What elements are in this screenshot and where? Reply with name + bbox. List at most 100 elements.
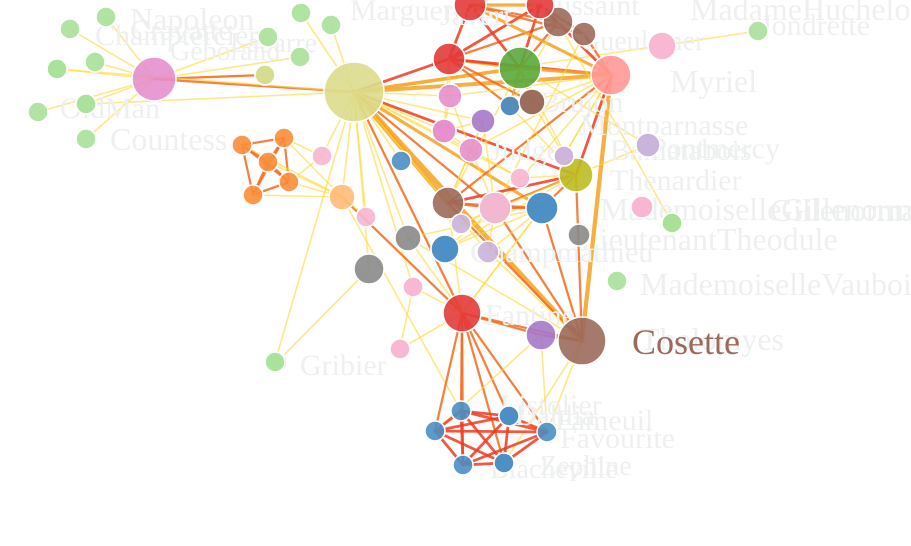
node-n48[interactable] bbox=[450, 213, 472, 235]
node-n85[interactable] bbox=[630, 195, 654, 219]
node-n53[interactable] bbox=[402, 276, 424, 298]
link-n28-n68 bbox=[447, 20, 560, 61]
node-n4[interactable] bbox=[27, 101, 49, 123]
nodes-layer bbox=[27, 0, 769, 476]
node-n67[interactable] bbox=[424, 420, 446, 442]
link-n58-n67 bbox=[433, 311, 464, 433]
node-n14[interactable] bbox=[131, 56, 177, 102]
node-n16[interactable] bbox=[231, 134, 253, 156]
node-label-n84: MadameHucheloup bbox=[690, 0, 911, 27]
node-n81[interactable] bbox=[493, 452, 515, 474]
labels-layer: NapoleonChamptercierGeborandOldManCounte… bbox=[60, 0, 911, 485]
node-n22[interactable] bbox=[328, 183, 356, 211]
node-label-n57: MademoiselleVaubois bbox=[640, 266, 911, 302]
link-n30-n40 bbox=[470, 74, 612, 151]
node-n43[interactable] bbox=[558, 157, 594, 193]
node-n6[interactable] bbox=[84, 51, 106, 73]
node-n83[interactable] bbox=[661, 212, 683, 234]
node-n69[interactable] bbox=[571, 21, 597, 47]
node-n23[interactable] bbox=[355, 206, 377, 228]
node-label-n5: Countess bbox=[110, 121, 227, 157]
node-n12[interactable] bbox=[290, 2, 312, 24]
link-n64-n66 bbox=[461, 430, 549, 467]
node-label-n1: Napoleon bbox=[130, 1, 254, 37]
node-n76[interactable] bbox=[453, 0, 487, 22]
node-n49[interactable] bbox=[394, 224, 422, 252]
node-label-n65: Favourite bbox=[560, 422, 675, 455]
node-n78[interactable] bbox=[553, 145, 575, 167]
node-n2[interactable] bbox=[59, 18, 81, 40]
node-n35[interactable] bbox=[437, 83, 463, 109]
node-n15[interactable] bbox=[323, 61, 385, 123]
node-n5[interactable] bbox=[75, 128, 97, 150]
link-n28-n77 bbox=[447, 3, 542, 61]
node-n30[interactable] bbox=[590, 54, 632, 96]
node-label-n75: Bamatabois bbox=[610, 134, 752, 167]
link-n63-n66 bbox=[461, 414, 511, 467]
node-n61[interactable] bbox=[264, 351, 286, 373]
node-n40[interactable] bbox=[458, 137, 484, 163]
node-n64[interactable] bbox=[536, 421, 558, 443]
node-n77[interactable] bbox=[525, 0, 555, 20]
node-n71[interactable] bbox=[635, 132, 661, 158]
node-n39[interactable] bbox=[470, 108, 496, 134]
node-n1[interactable] bbox=[95, 6, 117, 28]
node-n20[interactable] bbox=[242, 184, 264, 206]
node-n29[interactable] bbox=[498, 46, 542, 90]
node-n45[interactable] bbox=[431, 186, 465, 220]
link-n22-n62 bbox=[341, 196, 462, 412]
node-n44[interactable] bbox=[509, 167, 531, 189]
node-n73[interactable] bbox=[431, 118, 457, 144]
link-n47-n55 bbox=[444, 207, 543, 250]
node-n62[interactable] bbox=[450, 400, 472, 422]
node-n58[interactable] bbox=[442, 293, 482, 333]
node-n52[interactable] bbox=[567, 223, 591, 247]
link-n59-n64 bbox=[540, 334, 548, 433]
active-label-layer: Cosette bbox=[632, 322, 740, 362]
node-n82[interactable] bbox=[498, 405, 520, 427]
node-n79[interactable] bbox=[430, 234, 460, 264]
node-n57[interactable] bbox=[606, 270, 628, 292]
node-n50[interactable] bbox=[476, 240, 500, 264]
node-n88[interactable] bbox=[254, 64, 276, 86]
link-n64-n67 bbox=[433, 429, 549, 434]
node-n10[interactable] bbox=[289, 46, 311, 68]
node-n17[interactable] bbox=[273, 127, 295, 149]
node-n74[interactable] bbox=[525, 191, 559, 225]
node-n28[interactable] bbox=[432, 42, 466, 76]
node-n9[interactable] bbox=[257, 26, 279, 48]
node-n11[interactable] bbox=[320, 14, 342, 36]
link-n47-n49 bbox=[407, 207, 543, 239]
node-n84[interactable] bbox=[647, 31, 677, 61]
node-n24[interactable] bbox=[353, 253, 385, 285]
node-n66[interactable] bbox=[452, 454, 474, 476]
node-n86[interactable] bbox=[46, 58, 68, 80]
link-n15-n61 bbox=[274, 91, 355, 363]
node-n33[interactable] bbox=[390, 150, 412, 172]
node-n19[interactable] bbox=[278, 171, 300, 193]
link-n20-n22 bbox=[252, 194, 343, 198]
link-n15-n87 bbox=[85, 91, 355, 105]
link-n65-n67 bbox=[433, 429, 506, 465]
node-label-n34: Judge bbox=[490, 134, 560, 167]
node-n36[interactable] bbox=[499, 95, 521, 117]
node-label-n79: Champmathieu bbox=[470, 236, 653, 269]
link-n24-n25 bbox=[276, 268, 370, 363]
link-n63-n67 bbox=[433, 414, 511, 433]
link-n58-n64 bbox=[460, 311, 549, 434]
node-n21[interactable] bbox=[311, 145, 333, 167]
link-n43-n60 bbox=[574, 173, 584, 343]
node-n13[interactable] bbox=[747, 20, 769, 42]
link-n30-n76 bbox=[468, 3, 613, 77]
node-n18[interactable] bbox=[257, 151, 279, 173]
link-n15-n26 bbox=[353, 91, 414, 288]
link-n43-n45 bbox=[446, 173, 578, 205]
node-n56[interactable] bbox=[389, 338, 411, 360]
node-n60[interactable] bbox=[557, 316, 607, 366]
node-n87[interactable] bbox=[75, 93, 97, 115]
node-n59[interactable] bbox=[525, 319, 557, 351]
link-n46-n60 bbox=[493, 206, 584, 343]
node-n37[interactable] bbox=[518, 88, 546, 116]
node-n70[interactable] bbox=[478, 191, 512, 225]
